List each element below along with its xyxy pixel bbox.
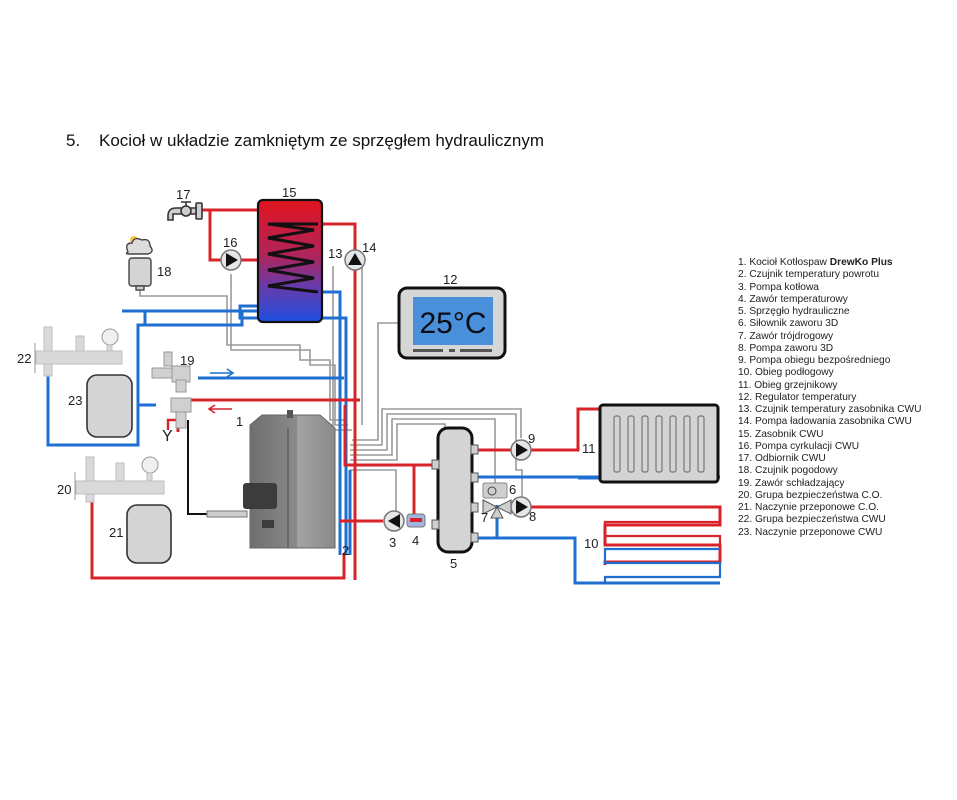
label-22: 22 (17, 351, 31, 366)
legend-item: 14. Pompa ładowania zasobnika CWU (738, 416, 912, 428)
label-5: 5 (450, 556, 457, 571)
boiler-1 (206, 410, 336, 549)
expansion-vessel-cwu-23 (86, 374, 133, 438)
legend-item-text: 1. Kocioł Kotłospaw (738, 257, 830, 268)
title-number: 5. (66, 131, 81, 150)
label-11: 11 (582, 441, 596, 456)
label-7: 7 (481, 510, 488, 525)
legend: 1. Kocioł Kotłospaw DrewKo Plus 2. Czujn… (738, 257, 921, 539)
label-12: 12 (443, 272, 457, 287)
label-6: 6 (509, 482, 516, 497)
hot-pipes (90, 208, 722, 580)
valve-pump-8 (510, 496, 532, 518)
legend-item: 17. Odbiornik CWU (738, 453, 826, 464)
legend-item: 6. Siłownik zaworu 3D (738, 318, 839, 330)
weather-sensor-18-icon (125, 236, 153, 291)
actuator-6 (482, 482, 508, 499)
label-3: 3 (389, 535, 396, 550)
label-10: 10 (584, 536, 598, 551)
label-8: 8 (529, 509, 536, 524)
label-15: 15 (282, 185, 296, 200)
legend-item: 10. Obieg podłogowy (738, 367, 834, 379)
temperature-valve-4 (406, 513, 426, 528)
label-17: 17 (176, 187, 190, 202)
label-19: 19 (180, 353, 194, 368)
legend-item: 21. Naczynie przeponowe C.O. (738, 502, 879, 513)
legend-item: 7. Zawór trójdrogowy (738, 330, 834, 342)
underfloor-loop-10 (603, 505, 722, 583)
circulation-pump-16 (220, 249, 242, 271)
safety-group-co-20 (74, 456, 165, 503)
label-16: 16 (223, 235, 237, 250)
label-1: 1 (236, 414, 243, 429)
label-2: 2 (342, 543, 349, 558)
boiler-pump-3 (383, 510, 405, 532)
cwu-tank-15 (256, 198, 324, 324)
faucet-17-icon (167, 201, 203, 221)
legend-item: 19. Zawór schładzający (738, 477, 845, 489)
label-9: 9 (528, 431, 535, 446)
legend-item: 5. Sprzęgło hydrauliczne (738, 306, 850, 317)
charging-pump-14 (344, 249, 366, 271)
radiator-11 (598, 403, 720, 484)
capillary-line (187, 420, 208, 515)
label-23: 23 (68, 393, 82, 408)
legend-item: 16. Pompa cyrkulacji CWU (738, 440, 860, 452)
legend-item-bold: DrewKo Plus (829, 257, 893, 268)
temperature-regulator-12: 25°C (397, 286, 507, 360)
legend-item: 2. Czujnik temperatury powrotu (738, 269, 879, 281)
drain-label: Y (162, 428, 173, 445)
legend-item: 12. Regulator temperatury (738, 391, 857, 403)
legend-item: 23. Naczynie przeponowe CWU (738, 526, 883, 538)
tank-coil (267, 222, 319, 294)
legend-item: 13. Czujnik temperatury zasobnika CWU (738, 404, 922, 415)
flow-arrows (207, 368, 235, 414)
legend-item: 4. Zawór temperaturowy (738, 293, 848, 305)
legend-item: 1. Kocioł Kotłospaw DrewKo Plus (738, 257, 921, 269)
legend-item: 9. Pompa obiegu bezpośredniego (738, 355, 891, 366)
regulator-display: 25°C (419, 307, 486, 340)
label-21: 21 (109, 525, 123, 540)
label-13: 13 (328, 246, 342, 261)
label-18: 18 (157, 264, 171, 279)
legend-item: 11. Obieg grzejnikowy (738, 379, 838, 391)
expansion-vessel-co-21 (126, 504, 172, 564)
legend-item: 20. Grupa bezpieczeństwa C.O. (738, 489, 883, 501)
diagram-title: 5. Kocioł w układzie zamkniętym ze sprzęg… (66, 131, 544, 151)
legend-item: 22. Grupa bezpieczeństwa CWU (738, 514, 886, 526)
drain-pipe (166, 418, 178, 430)
label-4: 4 (412, 533, 419, 548)
safety-group-cwu-22 (34, 326, 123, 377)
legend-item: 18. Czujnik pogodowy (738, 465, 838, 477)
cooling-valve-19 (151, 351, 192, 429)
hydraulic-coupler-5 (431, 426, 479, 554)
title-text: Kocioł w układzie zamkniętym ze sprzęgłe… (99, 131, 544, 150)
direct-circuit-pump-9 (510, 439, 532, 461)
label-14: 14 (362, 240, 376, 255)
label-20: 20 (57, 482, 71, 497)
three-way-valve-7 (482, 499, 512, 519)
component-labels: 1 2 3 4 5 6 7 8 9 10 11 12 13 14 15 16 1… (17, 185, 598, 571)
legend-item: 3. Pompa kotłowa (738, 281, 819, 293)
legend-item: 8. Pompa zaworu 3D (738, 342, 834, 354)
legend-item: 15. Zasobnik CWU (738, 428, 824, 440)
